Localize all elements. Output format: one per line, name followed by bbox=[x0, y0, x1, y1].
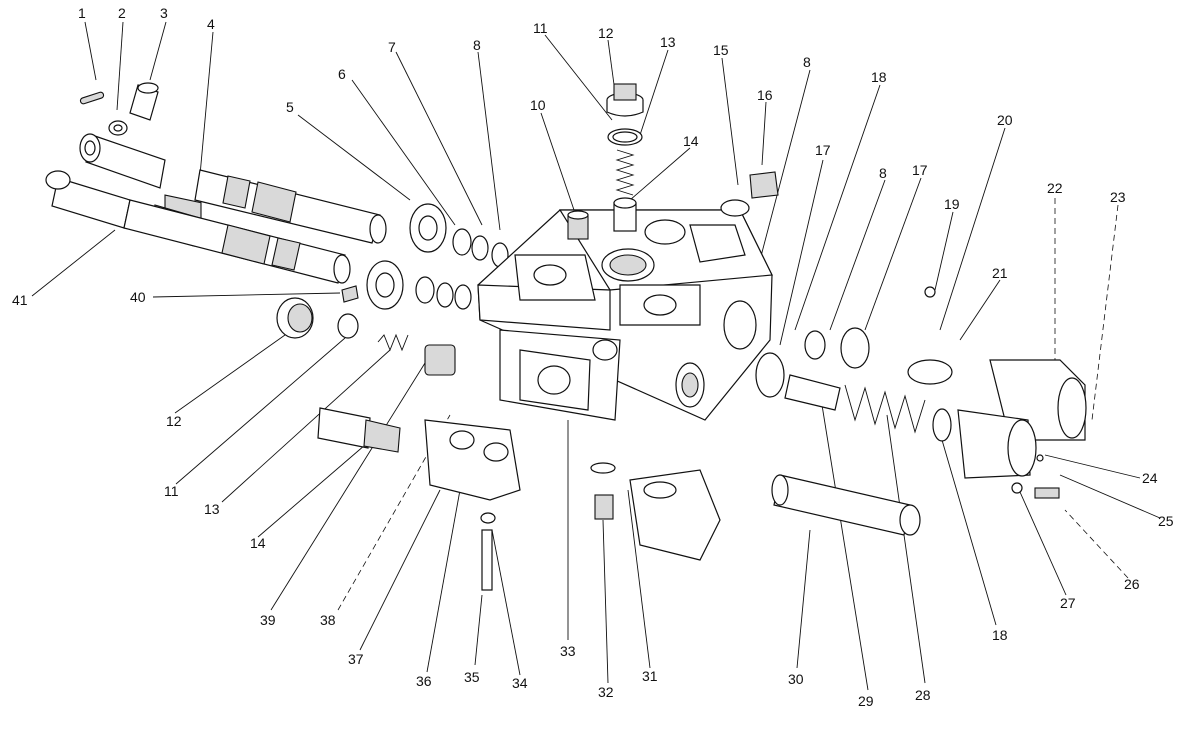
part-8-17-18-seals-right bbox=[755, 327, 870, 398]
callout-39: 39 bbox=[260, 612, 276, 628]
callout-17-right: 17 bbox=[912, 162, 928, 178]
callout-16: 16 bbox=[757, 87, 773, 103]
callout-19: 19 bbox=[944, 196, 960, 212]
part-12-cap bbox=[276, 297, 314, 339]
part-14-piston bbox=[424, 344, 456, 376]
callout-38: 38 bbox=[320, 612, 336, 628]
part-3-sleeve bbox=[129, 82, 159, 121]
callout-30: 30 bbox=[788, 671, 804, 687]
part-34-35-bolt bbox=[480, 512, 496, 591]
callout-41: 41 bbox=[12, 292, 28, 308]
callout-40: 40 bbox=[130, 289, 146, 305]
part-24-27-hardware bbox=[1011, 454, 1060, 499]
part-11-ring bbox=[337, 313, 359, 339]
callout-2: 2 bbox=[118, 5, 126, 21]
callout-6: 6 bbox=[338, 66, 346, 82]
part-36-37-38-block bbox=[424, 419, 521, 501]
part-4-upper-spool-assembly bbox=[79, 133, 387, 244]
part-19-ball bbox=[924, 286, 936, 298]
part-13-spring-lower bbox=[377, 333, 409, 352]
callout-11-top: 11 bbox=[533, 20, 548, 36]
part-40-screw bbox=[341, 285, 359, 303]
callout-10: 10 bbox=[530, 97, 546, 113]
callout-36: 36 bbox=[416, 673, 432, 689]
callout-3: 3 bbox=[160, 5, 168, 21]
callout-13-top: 13 bbox=[660, 34, 676, 50]
callout-37: 37 bbox=[348, 651, 364, 667]
part-6-7-8-seals bbox=[415, 228, 509, 310]
callout-28: 28 bbox=[915, 687, 931, 703]
leader-lines bbox=[31, 21, 1161, 691]
callout-4: 4 bbox=[207, 16, 215, 32]
callout-14-lower: 14 bbox=[250, 535, 266, 551]
callout-29: 29 bbox=[858, 693, 874, 709]
callout-31: 31 bbox=[642, 668, 658, 684]
part-12-plug bbox=[606, 83, 644, 117]
callout-23: 23 bbox=[1110, 189, 1126, 205]
part-39-sensor bbox=[317, 407, 401, 453]
callout-8-top: 8 bbox=[473, 37, 481, 53]
callout-27: 27 bbox=[1060, 595, 1076, 611]
part-11-oring bbox=[607, 128, 643, 146]
callout-25: 25 bbox=[1158, 513, 1174, 529]
callout-33: 33 bbox=[560, 643, 576, 659]
part-2-washer bbox=[108, 120, 128, 136]
part-14-poppet bbox=[613, 197, 637, 232]
callout-17-left: 17 bbox=[815, 142, 831, 158]
callout-8-right: 8 bbox=[803, 54, 811, 70]
callout-18-top: 18 bbox=[871, 69, 887, 85]
callout-11-lower: 11 bbox=[164, 483, 179, 499]
part-30-cartridge bbox=[771, 474, 921, 536]
part-1-pin bbox=[79, 91, 105, 105]
part-13-spring bbox=[615, 149, 635, 196]
callout-12-top: 12 bbox=[598, 25, 614, 41]
callout-15: 15 bbox=[713, 42, 729, 58]
callout-20: 20 bbox=[997, 112, 1013, 128]
callout-1: 1 bbox=[78, 5, 86, 21]
part-31-cover bbox=[629, 469, 721, 561]
part-10-fitting bbox=[567, 210, 589, 240]
callout-22: 22 bbox=[1047, 180, 1063, 196]
part-15-16-plug bbox=[720, 171, 779, 217]
part-29-valve bbox=[784, 374, 841, 411]
part-main-valve-body bbox=[477, 209, 773, 421]
callout-34: 34 bbox=[512, 675, 528, 691]
callout-labels: 1 2 3 4 5 6 7 8 11 12 13 10 14 15 16 8 1… bbox=[12, 5, 1174, 709]
part-21-fitting bbox=[907, 359, 953, 385]
callout-7: 7 bbox=[388, 39, 396, 55]
callout-18-lower: 18 bbox=[992, 627, 1008, 643]
part-18-seal bbox=[932, 408, 952, 442]
callout-12-lower: 12 bbox=[166, 413, 182, 429]
part-22-solenoid bbox=[957, 359, 1087, 479]
callout-8-mid: 8 bbox=[879, 165, 887, 181]
part-32-plug bbox=[590, 462, 616, 520]
callout-24: 24 bbox=[1142, 470, 1158, 486]
callout-13-lower: 13 bbox=[204, 501, 220, 517]
callout-32: 32 bbox=[598, 684, 614, 700]
part-5-retainer-plates bbox=[366, 203, 447, 310]
callout-5: 5 bbox=[286, 99, 294, 115]
callout-14-top: 14 bbox=[683, 133, 699, 149]
callout-26: 26 bbox=[1124, 576, 1140, 592]
callout-35: 35 bbox=[464, 669, 480, 685]
callout-21: 21 bbox=[992, 265, 1008, 281]
part-28-spring bbox=[844, 384, 926, 434]
part-41-lower-spool-assembly bbox=[45, 170, 351, 284]
